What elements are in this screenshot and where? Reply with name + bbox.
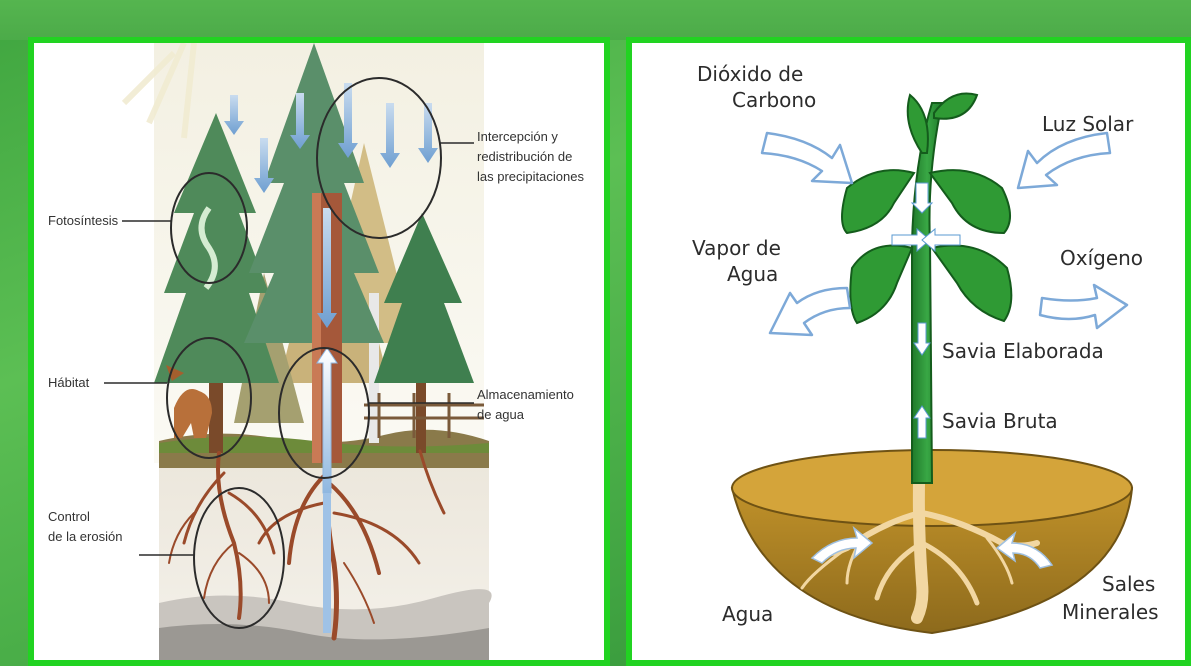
minerals-label-line2: Minerales bbox=[1062, 600, 1159, 624]
oxygen-arrow bbox=[1038, 283, 1129, 330]
storage-label-line1: Almacenamiento bbox=[477, 387, 574, 402]
slide-header-band bbox=[0, 0, 1191, 40]
roots bbox=[168, 449, 446, 641]
storage-label-line2: de agua bbox=[477, 407, 525, 422]
rain-arrows bbox=[198, 83, 438, 633]
leader-lines bbox=[104, 142, 474, 556]
pine-tree-left bbox=[154, 113, 279, 453]
bedrock-dark bbox=[159, 624, 489, 660]
interception-label-line1: Intercepción y bbox=[477, 129, 558, 144]
storage-circle bbox=[278, 347, 370, 479]
co2-arrow bbox=[760, 131, 854, 185]
forest-functions-panel: Fotosíntesis Intercepción y redistribuci… bbox=[28, 37, 610, 666]
interception-label-line2: redistribución de bbox=[477, 149, 572, 164]
erosion-label-line1: Control bbox=[48, 509, 90, 524]
photosynthesis-label: Fotosíntesis bbox=[48, 213, 119, 228]
vapor-arrow bbox=[768, 286, 852, 337]
plant-physiology-panel: Dióxido de Carbono Luz Solar Vapor de Ag… bbox=[626, 37, 1191, 666]
sunlight-label: Luz Solar bbox=[1042, 112, 1134, 136]
habitat-circle bbox=[166, 337, 252, 459]
water-label: Agua bbox=[722, 602, 773, 626]
vapor-label-line1: Vapor de bbox=[692, 236, 781, 260]
interception-label-line3: las precipitaciones bbox=[477, 169, 584, 184]
soil-absorption-arrows bbox=[810, 525, 1054, 569]
minerals-label-line1: Sales bbox=[1102, 572, 1155, 596]
forest-diagram: Fotosíntesis Intercepción y redistribuci… bbox=[34, 43, 604, 660]
process-arrows bbox=[760, 131, 1129, 337]
vapor-label-line2: Agua bbox=[727, 262, 778, 286]
sun-rays bbox=[121, 43, 197, 139]
sap-arrows bbox=[891, 182, 961, 439]
elaborated-sap-label: Savia Elaborada bbox=[942, 339, 1104, 363]
oxygen-label: Oxígeno bbox=[1060, 246, 1143, 270]
raw-sap-label: Savia Bruta bbox=[942, 409, 1058, 433]
function-circles bbox=[166, 77, 442, 629]
habitat-label: Hábitat bbox=[48, 375, 90, 390]
sunlight-arrow bbox=[1016, 131, 1112, 190]
photosynthesis-circle bbox=[170, 172, 248, 284]
leaves bbox=[841, 92, 1013, 325]
co2-label-line1: Dióxido de bbox=[697, 62, 803, 86]
plant-diagram: Dióxido de Carbono Luz Solar Vapor de Ag… bbox=[632, 43, 1185, 660]
interception-circle bbox=[316, 77, 442, 239]
pine-tree-right bbox=[374, 213, 474, 453]
erosion-label-line2: de la erosión bbox=[48, 529, 122, 544]
erosion-circle bbox=[193, 487, 285, 629]
co2-label-line2: Carbono bbox=[732, 88, 816, 112]
fence bbox=[364, 393, 484, 438]
